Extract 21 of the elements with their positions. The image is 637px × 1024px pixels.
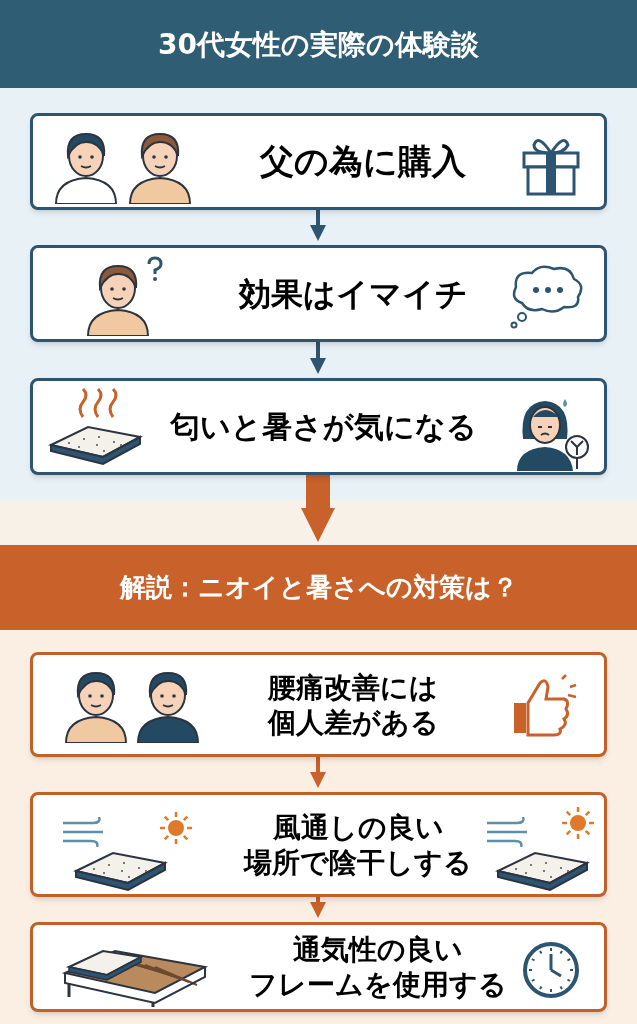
arrow — [310, 757, 326, 788]
step-text: 腰痛改善には個人差がある — [266, 669, 440, 741]
arrow — [310, 897, 326, 918]
header-band — [0, 0, 637, 88]
header-band — [0, 545, 637, 630]
header-title: 解説：ニオイと暑さへの対策は？ — [118, 571, 519, 605]
step-box — [30, 378, 607, 475]
step-box — [30, 652, 607, 757]
step-text: 匂いと暑さが気になる — [168, 407, 478, 446]
arrow — [310, 342, 326, 374]
arrow — [310, 210, 326, 241]
step-text: 通気性の良いフレームを使用する — [248, 932, 508, 1003]
arrow — [301, 475, 335, 542]
step-box — [30, 792, 607, 897]
step-box — [30, 922, 607, 1012]
header-title: 30代女性の実際の体験談 — [157, 26, 480, 63]
step-text: 風通しの良い場所で陰干しする — [242, 809, 473, 881]
step-text: 父の為に購入 — [258, 140, 467, 184]
step-box — [30, 245, 607, 342]
step-box — [30, 113, 607, 210]
step-text: 効果はイマイチ — [237, 273, 469, 315]
